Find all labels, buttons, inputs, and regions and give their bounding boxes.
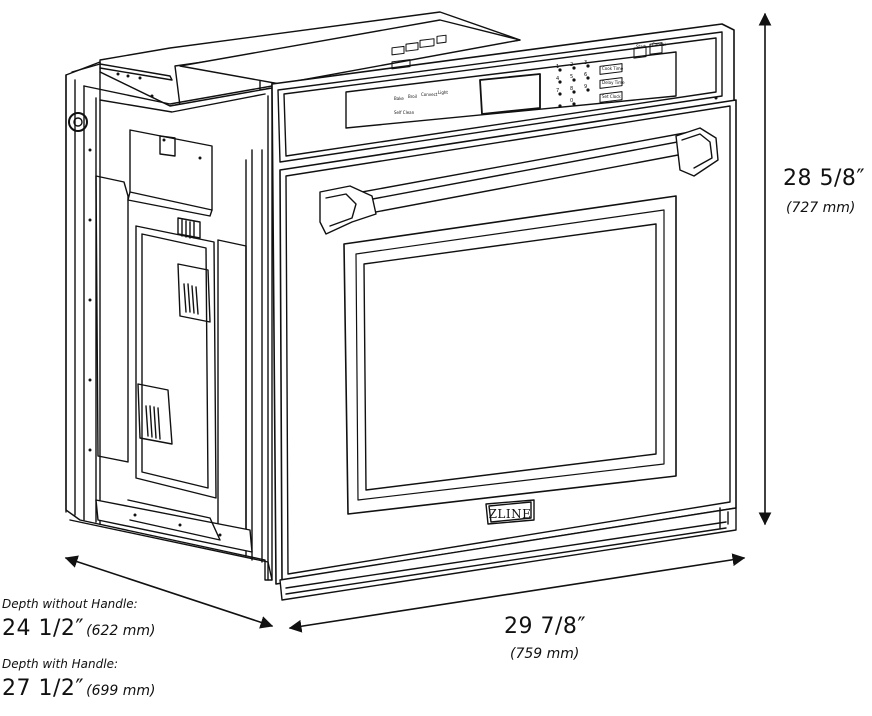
svg-text:2: 2: [570, 62, 573, 68]
depth-with-handle-value: 27 1/2″: [2, 676, 85, 701]
zline-logo: ZLINE: [489, 507, 532, 521]
btn-broil-label: Broil: [408, 94, 417, 99]
height-value: 28 5/8″: [783, 166, 866, 191]
depth-without-handle-label: Depth without Handle:: [2, 597, 138, 611]
depth-with-handle-row: 27 1/2″(699 mm): [2, 676, 156, 701]
svg-text:1: 1: [556, 64, 559, 70]
depth-with-handle-mm: (699 mm): [86, 683, 156, 699]
svg-text:3: 3: [584, 60, 587, 66]
oven-door-handle: [319, 127, 719, 235]
btn-convect-label: Convect: [421, 92, 438, 97]
width-mm: (759 mm): [510, 646, 580, 662]
svg-text:6: 6: [584, 72, 587, 78]
depth-without-handle-row: 24 1/2″(622 mm): [2, 616, 156, 641]
depth-dimension-arrow: [64, 555, 274, 629]
btn-cook-time-label: Cook Time: [602, 66, 624, 71]
svg-text:4: 4: [556, 76, 559, 82]
svg-text:9: 9: [584, 84, 587, 90]
control-panel-buttons: [391, 34, 663, 103]
oven-side-body: [65, 11, 521, 581]
svg-text:5: 5: [570, 74, 573, 80]
svg-text:7: 7: [556, 88, 559, 94]
height-mm: (727 mm): [786, 200, 856, 216]
btn-delay-time-label: Delay Time: [602, 80, 625, 85]
btn-bake-label: Bake: [394, 96, 404, 101]
depth-without-handle-mm: (622 mm): [86, 623, 156, 639]
btn-start-label: Start: [636, 44, 646, 49]
btn-light-label: Light: [438, 90, 448, 95]
depth-without-handle-value: 24 1/2″: [2, 616, 85, 641]
btn-self-clean-label: Self Clean: [394, 110, 415, 115]
svg-text:0: 0: [570, 98, 573, 104]
control-button-labels: Bake Broil Convect Light Self Clean Cook…: [394, 42, 666, 115]
width-dimension-arrow: [288, 553, 746, 633]
control-keypad-digits: 1 2 3 4 5 6 7 8 9 0: [556, 60, 587, 104]
svg-text:8: 8: [570, 86, 573, 92]
control-keypad-dots: [558, 64, 590, 108]
depth-with-handle-label: Depth with Handle:: [2, 657, 118, 671]
btn-cancel-label: Cancel: [652, 42, 666, 47]
btn-set-clock-label: Set Clock: [602, 94, 621, 99]
width-value: 29 7/8″: [504, 614, 587, 639]
